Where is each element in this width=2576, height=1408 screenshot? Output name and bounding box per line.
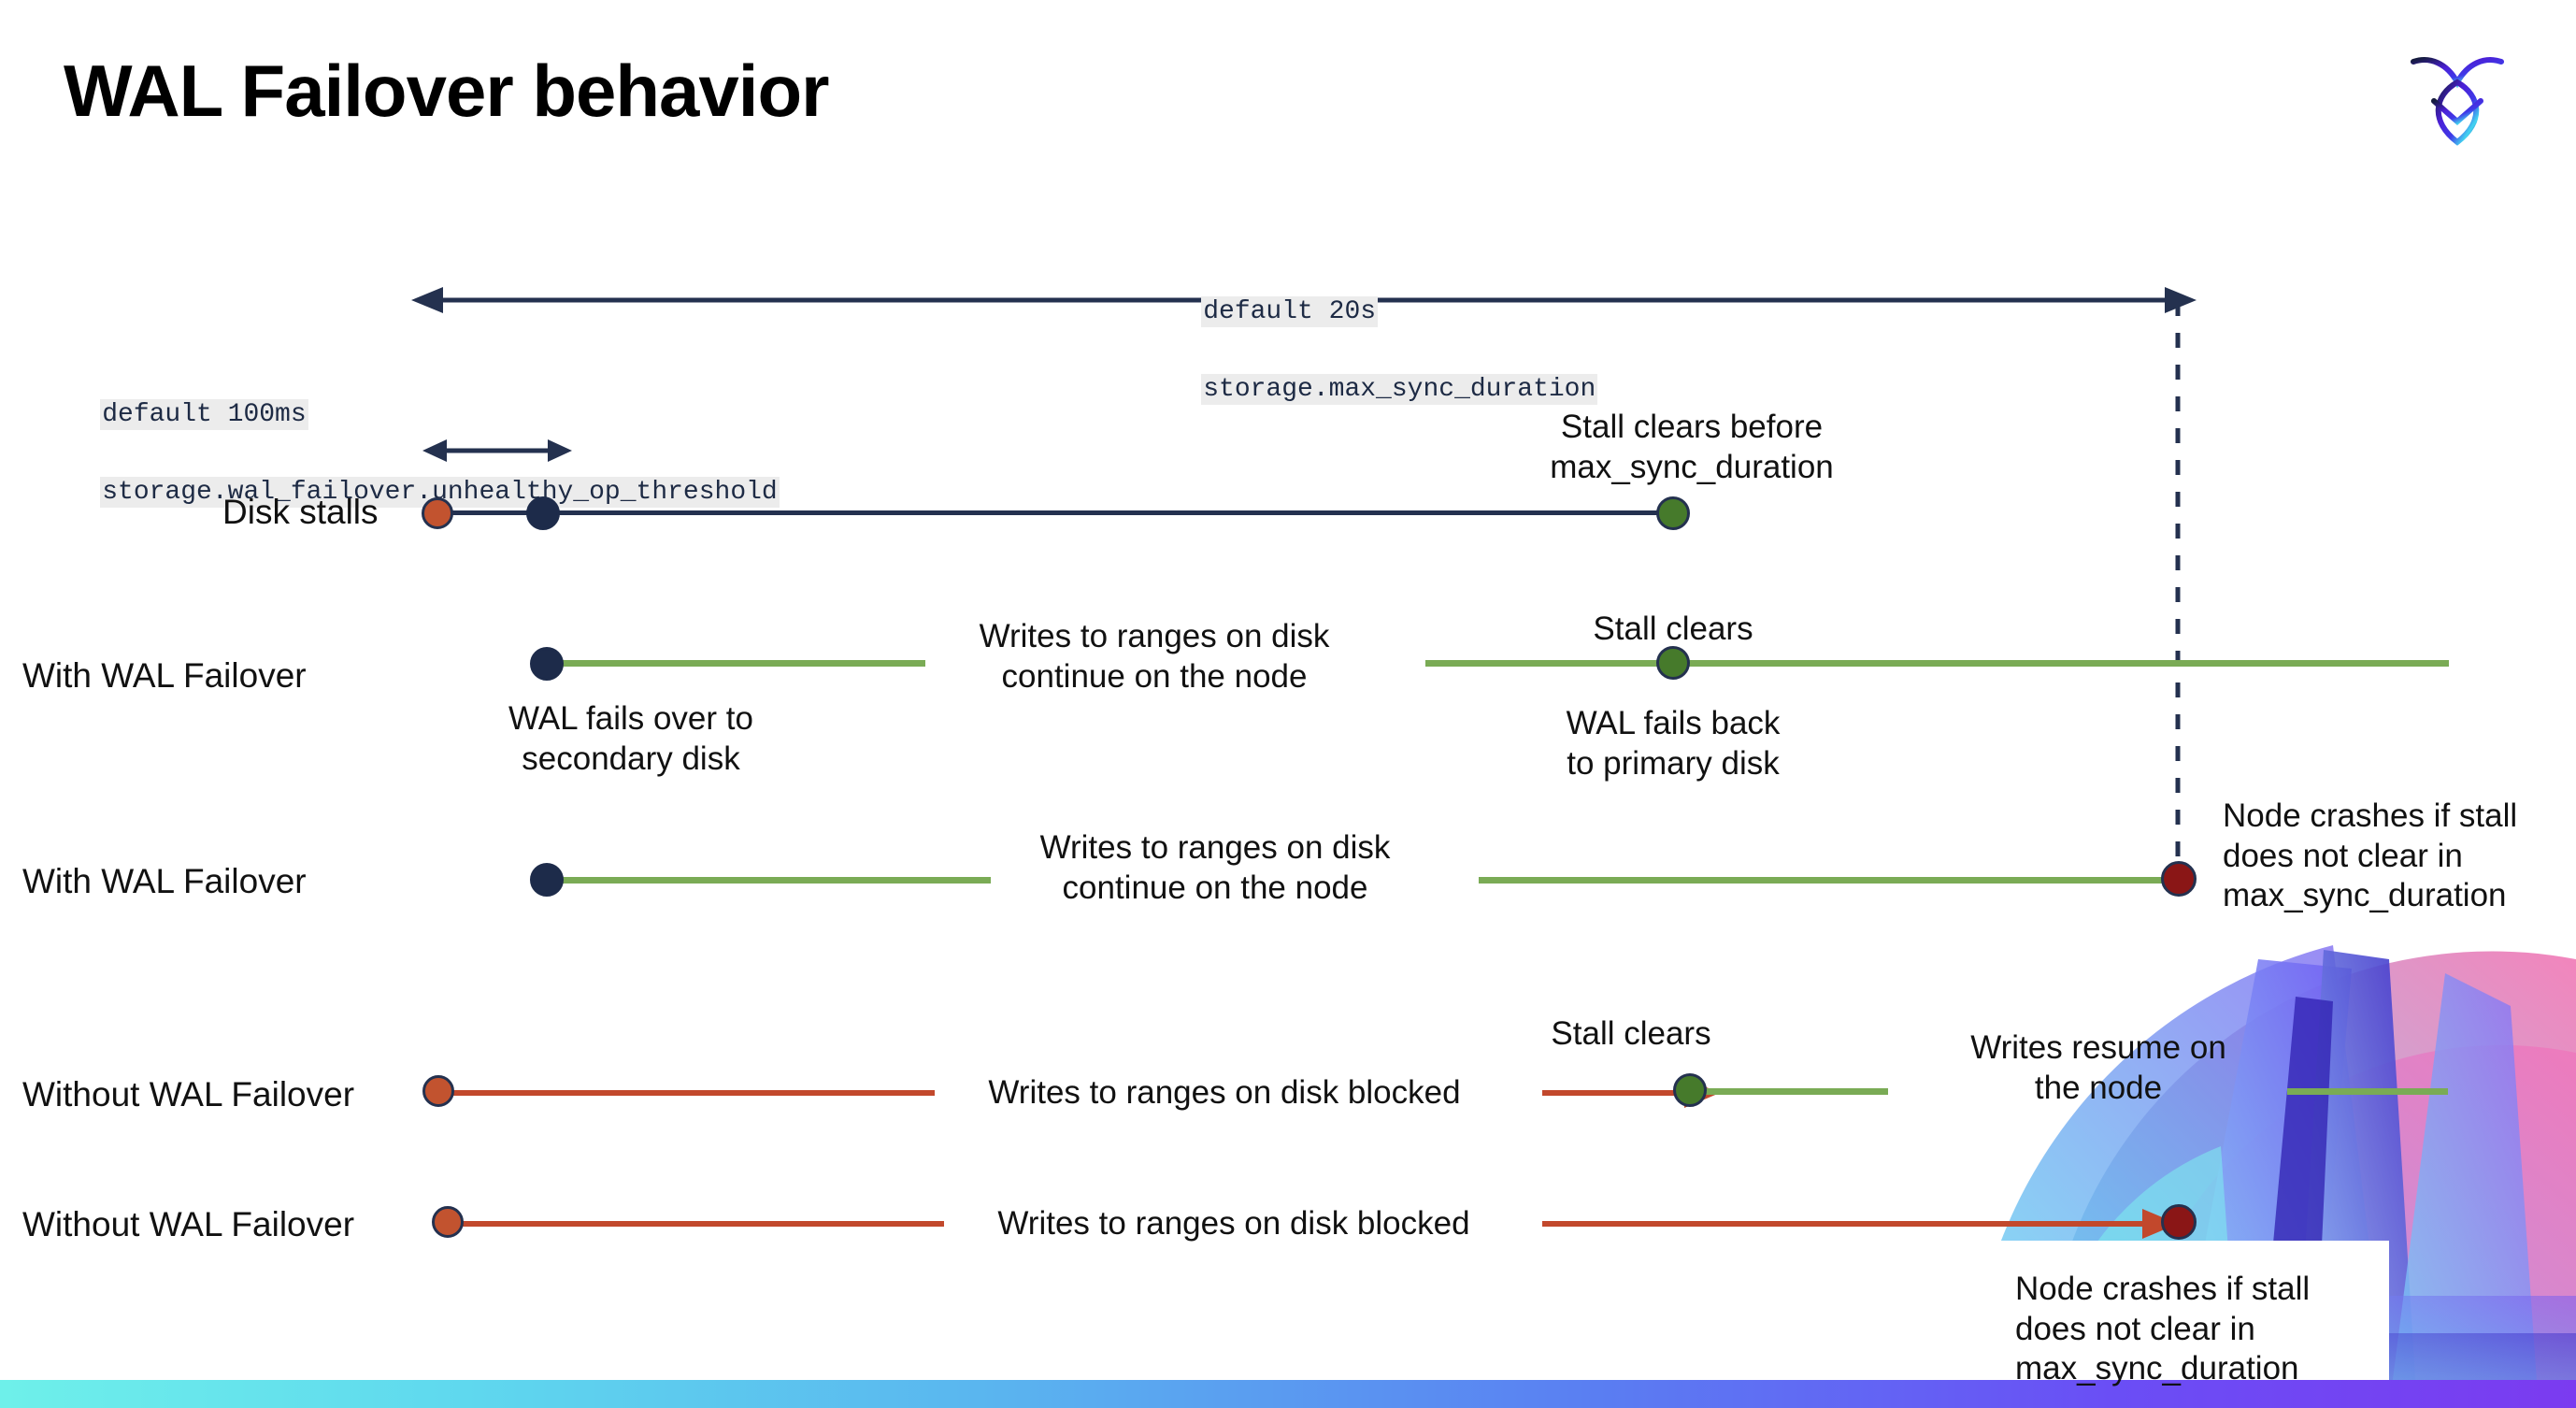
without-wal-failover-2-blocked-line-left xyxy=(449,1221,944,1227)
with-wal-failover-1-segment-left xyxy=(547,660,925,667)
without-wal-failover-2-stall-start-dot xyxy=(432,1206,464,1238)
without-wal-failover-1-resume-line-b xyxy=(2287,1088,2448,1095)
max-sync-default-value: default 20s xyxy=(1201,296,1379,328)
disk-stalls-timeline-line xyxy=(437,510,1673,515)
note-stall-clears-2: Stall clears xyxy=(1551,1015,1711,1052)
disk-stall-start-dot xyxy=(422,497,453,529)
without-wal-failover-1-resume-line-a xyxy=(1701,1088,1888,1095)
disk-stall-clear-dot xyxy=(1656,496,1690,530)
note-node-crashes-1: Node crashes if stall does not clear in … xyxy=(2223,797,2518,914)
bottom-note-backdrop xyxy=(1942,1241,2389,1381)
without-wal-failover-1-blocked-line-left xyxy=(439,1090,935,1096)
wal-failover-trigger-dot xyxy=(526,496,560,530)
with-wal-failover-2-segment-right xyxy=(1479,877,2175,884)
with-wal-failover-2-crash-dot xyxy=(2161,861,2197,897)
note-node-crashes-2: Node crashes if stall does not clear in … xyxy=(2015,1271,2311,1387)
note-writes-blocked-2: Writes to ranges on disk blocked xyxy=(997,1205,1470,1242)
note-writes-continue-1: Writes to ranges on disk continue on the… xyxy=(979,618,1330,695)
with-wal-failover-1-segment-right xyxy=(1425,660,2449,667)
row-label-without-wal-failover-2: Without WAL Failover xyxy=(22,1205,355,1243)
note-writes-continue-2: Writes to ranges on disk continue on the… xyxy=(1039,829,1391,906)
without-wal-failover-2-crash-dot xyxy=(2161,1204,2197,1240)
with-wal-failover-1-start-dot xyxy=(530,647,564,681)
row-label-with-wal-failover-1: With WAL Failover xyxy=(22,656,307,695)
note-stall-clears-1: Stall clears xyxy=(1593,611,1753,647)
note-wal-fails-back: WAL fails back to primary disk xyxy=(1566,705,1781,782)
without-wal-failover-1-stall-start-dot xyxy=(422,1075,454,1107)
row-label-disk-stalls: Disk stalls xyxy=(222,493,379,531)
with-wal-failover-2-segment-left xyxy=(547,877,991,884)
without-wal-failover-1-stall-clear-dot xyxy=(1673,1073,1707,1107)
note-writes-resume: Writes resume on the node xyxy=(1970,1029,2226,1106)
max-sync-setting-name: storage.max_sync_duration xyxy=(1201,374,1598,406)
unhealthy-op-default-value: default 100ms xyxy=(100,399,308,431)
note-writes-blocked-1: Writes to ranges on disk blocked xyxy=(988,1074,1461,1111)
bottom-gradient-bar xyxy=(0,1380,2576,1408)
with-wal-failover-2-start-dot xyxy=(530,863,564,897)
without-wal-failover-2-blocked-arrow xyxy=(1542,1209,2178,1239)
page-title: WAL Failover behavior xyxy=(64,50,829,132)
note-wal-fails-over: WAL fails over to secondary disk xyxy=(508,700,753,777)
cockroach-labs-logo-icon xyxy=(2411,57,2504,146)
max-sync-duration-annotation: default 20s storage.max_sync_duration xyxy=(1138,254,1598,448)
max-sync-duration-dashed-guide xyxy=(2175,301,2181,876)
with-wal-failover-1-stall-clear-dot xyxy=(1656,646,1690,680)
unhealthy-op-threshold-annotation: default 100ms storage.wal_failover.unhea… xyxy=(37,357,780,551)
row-label-without-wal-failover-1: Without WAL Failover xyxy=(22,1075,355,1113)
row-label-with-wal-failover-2: With WAL Failover xyxy=(22,862,307,900)
unhealthy-op-threshold-span-arrow xyxy=(422,439,572,462)
note-stall-clears-before-max-sync: Stall clears before max_sync_duration xyxy=(1550,409,1834,485)
